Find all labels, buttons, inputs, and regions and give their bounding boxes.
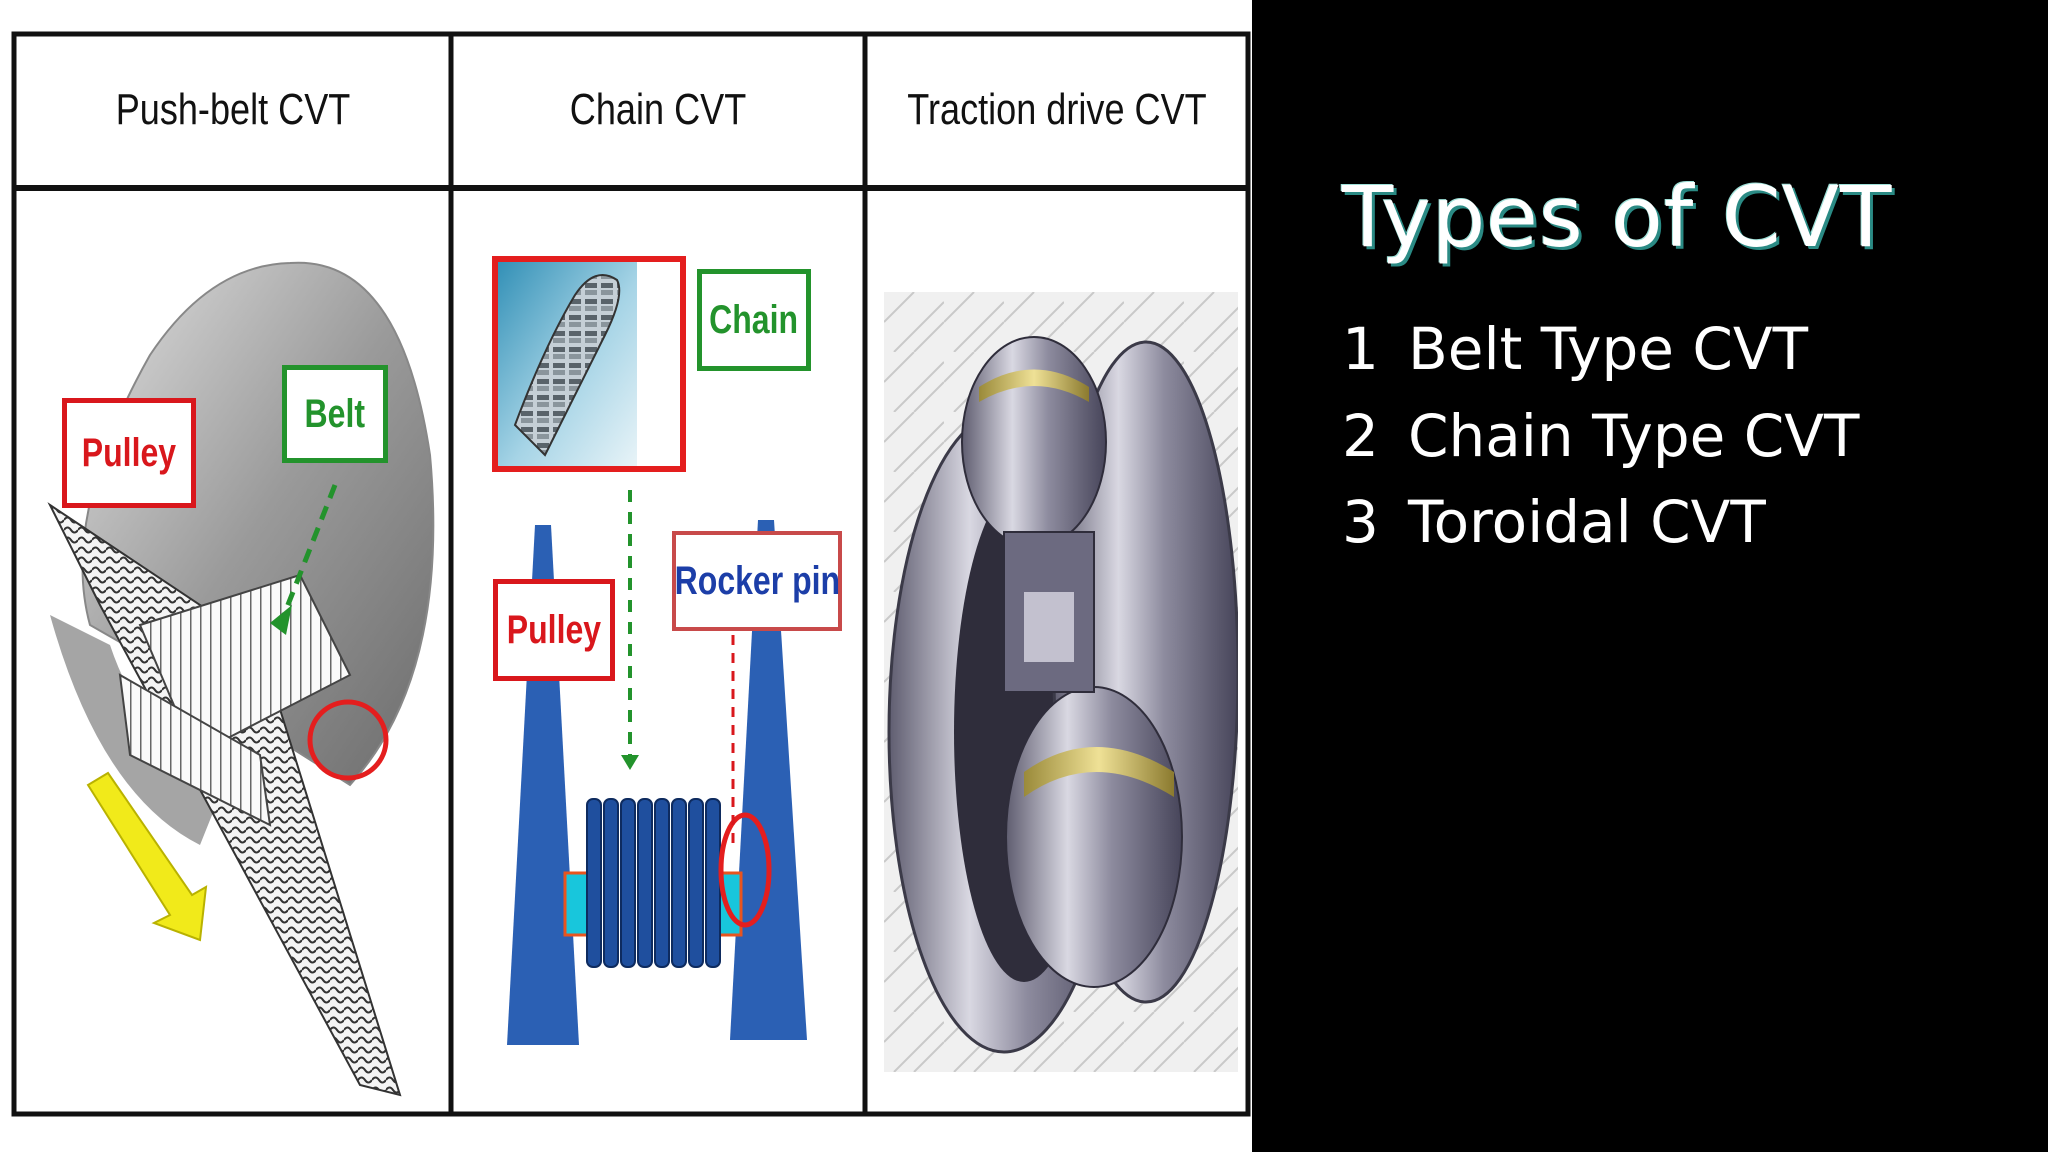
slide-text-panel — [1252, 0, 2048, 1152]
belt-label: Belt — [282, 365, 388, 463]
list-item-number: 3 — [1342, 488, 1379, 556]
slide-title: Types of CVT — [1342, 168, 1893, 266]
column-header-traction-drive: Traction drive CVT — [907, 85, 1207, 134]
push-belt-illustration — [47, 261, 435, 1097]
rocker-pin-label: Rocker pin — [672, 531, 842, 631]
table-grid — [11, 31, 1251, 1117]
list-item-label: Toroidal CVT — [1408, 488, 1766, 556]
list-item-toroidal: 3 Toroidal CVT — [1342, 488, 1766, 556]
column-header-chain: Chain CVT — [569, 85, 747, 134]
comparison-table-panel: Push-belt CVT Chain CVT Traction drive C… — [11, 31, 1251, 1117]
chain-label: Chain — [697, 269, 811, 371]
traction-drive-illustration — [884, 292, 1238, 1072]
column-header-push-belt: Push-belt CVT — [115, 85, 351, 134]
list-item-chain: 2 Chain Type CVT — [1342, 402, 1859, 470]
chain-cvt-illustration — [492, 256, 807, 1045]
pulley-label-push-belt: Pulley — [62, 398, 196, 508]
list-item-belt: 1 Belt Type CVT — [1342, 315, 1808, 383]
list-item-number: 2 — [1342, 402, 1379, 470]
pulley-label-chain: Pulley — [493, 579, 615, 681]
list-item-label: Chain Type CVT — [1408, 402, 1860, 470]
list-item-label: Belt Type CVT — [1408, 315, 1809, 383]
list-item-number: 1 — [1342, 315, 1379, 383]
